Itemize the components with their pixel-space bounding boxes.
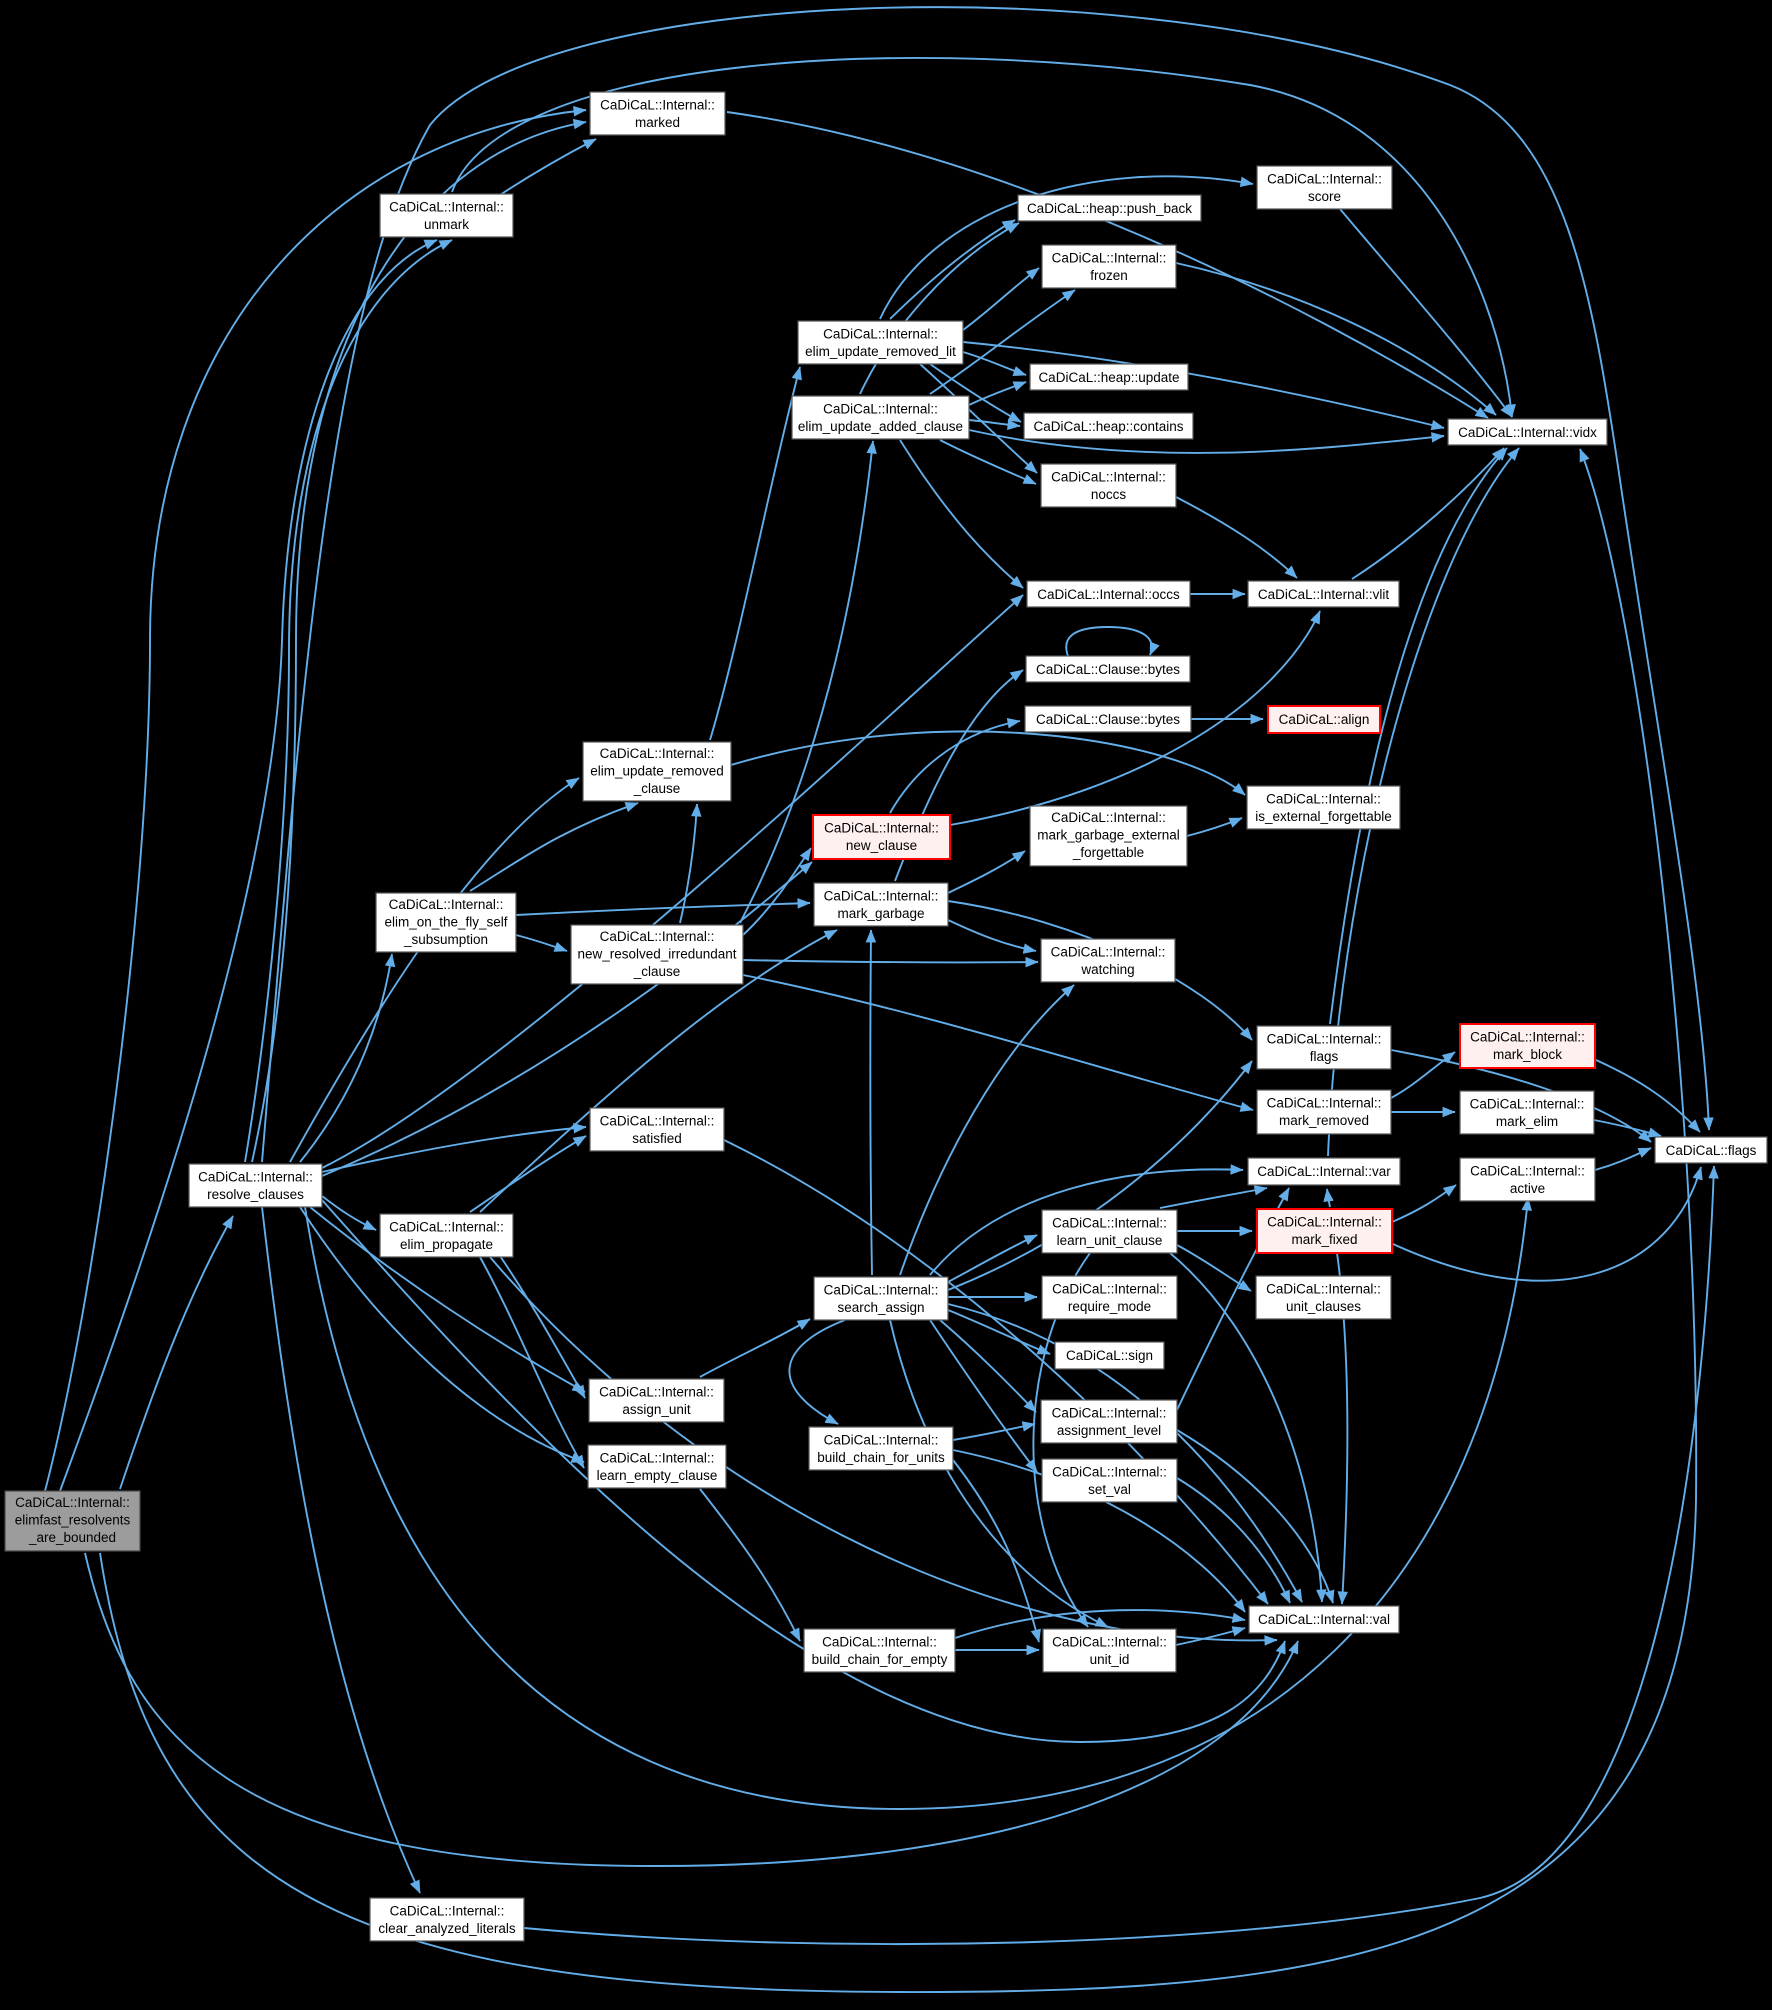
svg-text:elim_update_added_clause: elim_update_added_clause [798, 419, 963, 434]
svg-text:is_external_forgettable: is_external_forgettable [1255, 809, 1392, 824]
svg-text:mark_elim: mark_elim [1496, 1114, 1558, 1129]
svg-text:CaDiCaL::Internal::: CaDiCaL::Internal:: [600, 746, 715, 761]
svg-text:CaDiCaL::Internal::: CaDiCaL::Internal:: [600, 1451, 715, 1466]
svg-text:CaDiCaL::heap::update: CaDiCaL::heap::update [1038, 370, 1179, 385]
svg-text:CaDiCaL::Internal::: CaDiCaL::Internal:: [1266, 792, 1381, 807]
svg-text:CaDiCaL::Internal::: CaDiCaL::Internal:: [1051, 470, 1166, 485]
svg-text:unit_id: unit_id [1090, 1652, 1130, 1667]
svg-text:watching: watching [1080, 962, 1134, 977]
svg-text:CaDiCaL::Internal::: CaDiCaL::Internal:: [1267, 1032, 1382, 1047]
svg-text:elim_propagate: elim_propagate [400, 1237, 493, 1252]
svg-text:CaDiCaL::Internal::: CaDiCaL::Internal:: [1052, 1282, 1167, 1297]
svg-text:assign_unit: assign_unit [622, 1402, 691, 1417]
svg-text:unit_clauses: unit_clauses [1286, 1299, 1361, 1314]
svg-text:noccs: noccs [1091, 487, 1127, 502]
svg-text:new_clause: new_clause [846, 838, 917, 853]
svg-text:mark_fixed: mark_fixed [1291, 1232, 1357, 1247]
svg-text:CaDiCaL::Internal::: CaDiCaL::Internal:: [390, 1904, 505, 1919]
svg-text:flags: flags [1310, 1049, 1339, 1064]
svg-text:CaDiCaL::heap::contains: CaDiCaL::heap::contains [1033, 419, 1183, 434]
svg-text:mark_removed: mark_removed [1279, 1113, 1369, 1128]
svg-text:CaDiCaL::Internal::: CaDiCaL::Internal:: [599, 1385, 714, 1400]
svg-text:CaDiCaL::Internal::: CaDiCaL::Internal:: [389, 1220, 504, 1235]
svg-text:CaDiCaL::Clause::bytes: CaDiCaL::Clause::bytes [1036, 662, 1180, 677]
svg-text:active: active [1510, 1181, 1545, 1196]
svg-text:CaDiCaL::Internal::: CaDiCaL::Internal:: [823, 327, 938, 342]
svg-text:assignment_level: assignment_level [1057, 1423, 1161, 1438]
svg-text:CaDiCaL::Internal::: CaDiCaL::Internal:: [1267, 1096, 1382, 1111]
svg-text:CaDiCaL::Internal::: CaDiCaL::Internal:: [822, 1635, 937, 1650]
svg-text:CaDiCaL::Internal::vidx: CaDiCaL::Internal::vidx [1458, 425, 1597, 440]
svg-text:CaDiCaL::Internal::: CaDiCaL::Internal:: [824, 1283, 939, 1298]
svg-text:CaDiCaL::Internal::: CaDiCaL::Internal:: [1267, 172, 1382, 187]
svg-text:CaDiCaL::Internal::occs: CaDiCaL::Internal::occs [1037, 587, 1180, 602]
svg-text:CaDiCaL::flags: CaDiCaL::flags [1666, 1143, 1757, 1158]
svg-text:_subsumption: _subsumption [403, 932, 488, 947]
svg-text:CaDiCaL::Internal::: CaDiCaL::Internal:: [15, 1495, 130, 1510]
svg-text:CaDiCaL::Internal::: CaDiCaL::Internal:: [389, 200, 504, 215]
svg-text:CaDiCaL::Internal::: CaDiCaL::Internal:: [824, 1433, 939, 1448]
svg-text:CaDiCaL::Clause::bytes: CaDiCaL::Clause::bytes [1036, 712, 1180, 727]
svg-text:mark_garbage: mark_garbage [837, 906, 924, 921]
svg-text:mark_block: mark_block [1493, 1047, 1562, 1062]
svg-text:CaDiCaL::Internal::: CaDiCaL::Internal:: [198, 1170, 313, 1185]
svg-text:CaDiCaL::Internal::: CaDiCaL::Internal:: [824, 821, 939, 836]
svg-text:elim_on_the_fly_self: elim_on_the_fly_self [384, 915, 507, 930]
svg-text:require_mode: require_mode [1068, 1299, 1151, 1314]
svg-text:build_chain_for_units: build_chain_for_units [817, 1450, 945, 1465]
svg-text:mark_garbage_external: mark_garbage_external [1037, 828, 1180, 843]
svg-text:_clause: _clause [633, 781, 681, 796]
svg-text:CaDiCaL::Internal::: CaDiCaL::Internal:: [824, 889, 939, 904]
svg-text:CaDiCaL::Internal::: CaDiCaL::Internal:: [600, 98, 715, 113]
svg-text:CaDiCaL::Internal::vlit: CaDiCaL::Internal::vlit [1258, 587, 1390, 602]
svg-text:CaDiCaL::Internal::: CaDiCaL::Internal:: [1052, 251, 1167, 266]
svg-text:clear_analyzed_literals: clear_analyzed_literals [378, 1921, 516, 1936]
svg-text:CaDiCaL::Internal::: CaDiCaL::Internal:: [1470, 1097, 1585, 1112]
svg-text:marked: marked [635, 115, 680, 130]
svg-text:CaDiCaL::Internal::var: CaDiCaL::Internal::var [1257, 1164, 1391, 1179]
svg-text:CaDiCaL::Internal::: CaDiCaL::Internal:: [1052, 1406, 1167, 1421]
svg-text:frozen: frozen [1090, 268, 1128, 283]
svg-text:unmark: unmark [424, 217, 469, 232]
svg-text:CaDiCaL::Internal::val: CaDiCaL::Internal::val [1258, 1612, 1390, 1627]
svg-text:build_chain_for_empty: build_chain_for_empty [812, 1652, 948, 1667]
svg-text:learn_unit_clause: learn_unit_clause [1057, 1233, 1163, 1248]
svg-text:CaDiCaL::Internal::: CaDiCaL::Internal:: [1267, 1215, 1382, 1230]
svg-text:score: score [1308, 189, 1341, 204]
svg-text:CaDiCaL::Internal::: CaDiCaL::Internal:: [1052, 1465, 1167, 1480]
svg-text:CaDiCaL::Internal::: CaDiCaL::Internal:: [600, 1114, 715, 1129]
svg-text:elimfast_resolvents: elimfast_resolvents [15, 1513, 131, 1528]
svg-text:learn_empty_clause: learn_empty_clause [597, 1468, 718, 1483]
svg-text:resolve_clauses: resolve_clauses [207, 1187, 304, 1202]
svg-text:CaDiCaL::heap::push_back: CaDiCaL::heap::push_back [1027, 201, 1192, 216]
svg-text:CaDiCaL::Internal::: CaDiCaL::Internal:: [1470, 1164, 1585, 1179]
svg-text:CaDiCaL::Internal::: CaDiCaL::Internal:: [823, 402, 938, 417]
svg-text:set_val: set_val [1088, 1482, 1131, 1497]
svg-text:_clause: _clause [633, 964, 681, 979]
svg-text:elim_update_removed: elim_update_removed [590, 764, 724, 779]
svg-text:CaDiCaL::align: CaDiCaL::align [1279, 712, 1370, 727]
svg-text:CaDiCaL::Internal::: CaDiCaL::Internal:: [1052, 1216, 1167, 1231]
svg-text:elim_update_removed_lit: elim_update_removed_lit [805, 344, 956, 359]
svg-text:new_resolved_irredundant: new_resolved_irredundant [577, 947, 736, 962]
svg-text:search_assign: search_assign [837, 1300, 924, 1315]
svg-text:_forgettable: _forgettable [1072, 845, 1144, 860]
svg-text:_are_bounded: _are_bounded [28, 1530, 116, 1545]
svg-text:CaDiCaL::Internal::: CaDiCaL::Internal:: [600, 929, 715, 944]
svg-text:CaDiCaL::sign: CaDiCaL::sign [1066, 1348, 1153, 1363]
svg-text:CaDiCaL::Internal::: CaDiCaL::Internal:: [389, 897, 504, 912]
svg-text:satisfied: satisfied [632, 1131, 682, 1146]
svg-text:CaDiCaL::Internal::: CaDiCaL::Internal:: [1051, 810, 1166, 825]
svg-text:CaDiCaL::Internal::: CaDiCaL::Internal:: [1470, 1030, 1585, 1045]
svg-text:CaDiCaL::Internal::: CaDiCaL::Internal:: [1051, 945, 1166, 960]
svg-text:CaDiCaL::Internal::: CaDiCaL::Internal:: [1266, 1282, 1381, 1297]
svg-text:CaDiCaL::Internal::: CaDiCaL::Internal:: [1052, 1635, 1167, 1650]
